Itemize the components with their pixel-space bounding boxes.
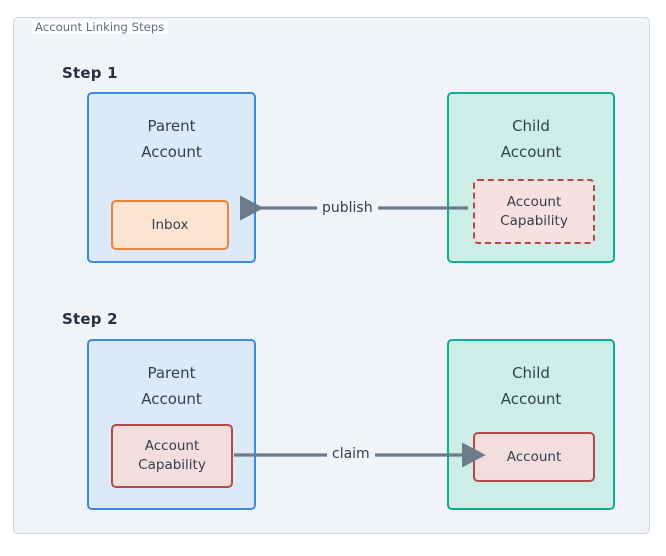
step-1-inbox-node[interactable]: Inbox <box>111 200 229 250</box>
diagram-legend-title: Account Linking Steps <box>32 20 169 34</box>
step-2-account-node[interactable]: Account <box>473 432 595 482</box>
step-1-child-account-box: Child Account Account Capability <box>447 92 615 263</box>
edge-label-claim: claim <box>327 445 375 463</box>
step-1-account-capability-node[interactable]: Account Capability <box>473 179 595 244</box>
edge-label-publish: publish <box>317 199 378 217</box>
step-1-parent-account-box: Parent Account Inbox <box>87 92 256 263</box>
diagram-frame: Account Linking Steps Step 1 Parent Acco… <box>13 17 650 534</box>
step-2-account-capability-node[interactable]: Account Capability <box>111 424 233 488</box>
step-2-parent-account-box: Parent Account Account Capability <box>87 339 256 510</box>
step-1-label: Step 1 <box>62 64 118 82</box>
step-2-child-account-box: Child Account Account <box>447 339 615 510</box>
step-2-label: Step 2 <box>62 310 118 328</box>
step-1-child-account-title: Child Account <box>500 117 562 161</box>
step-2-child-account-title: Child Account <box>500 364 562 408</box>
step-1-parent-account-title: Parent Account <box>141 117 202 161</box>
step-2-parent-account-title: Parent Account <box>141 364 202 408</box>
